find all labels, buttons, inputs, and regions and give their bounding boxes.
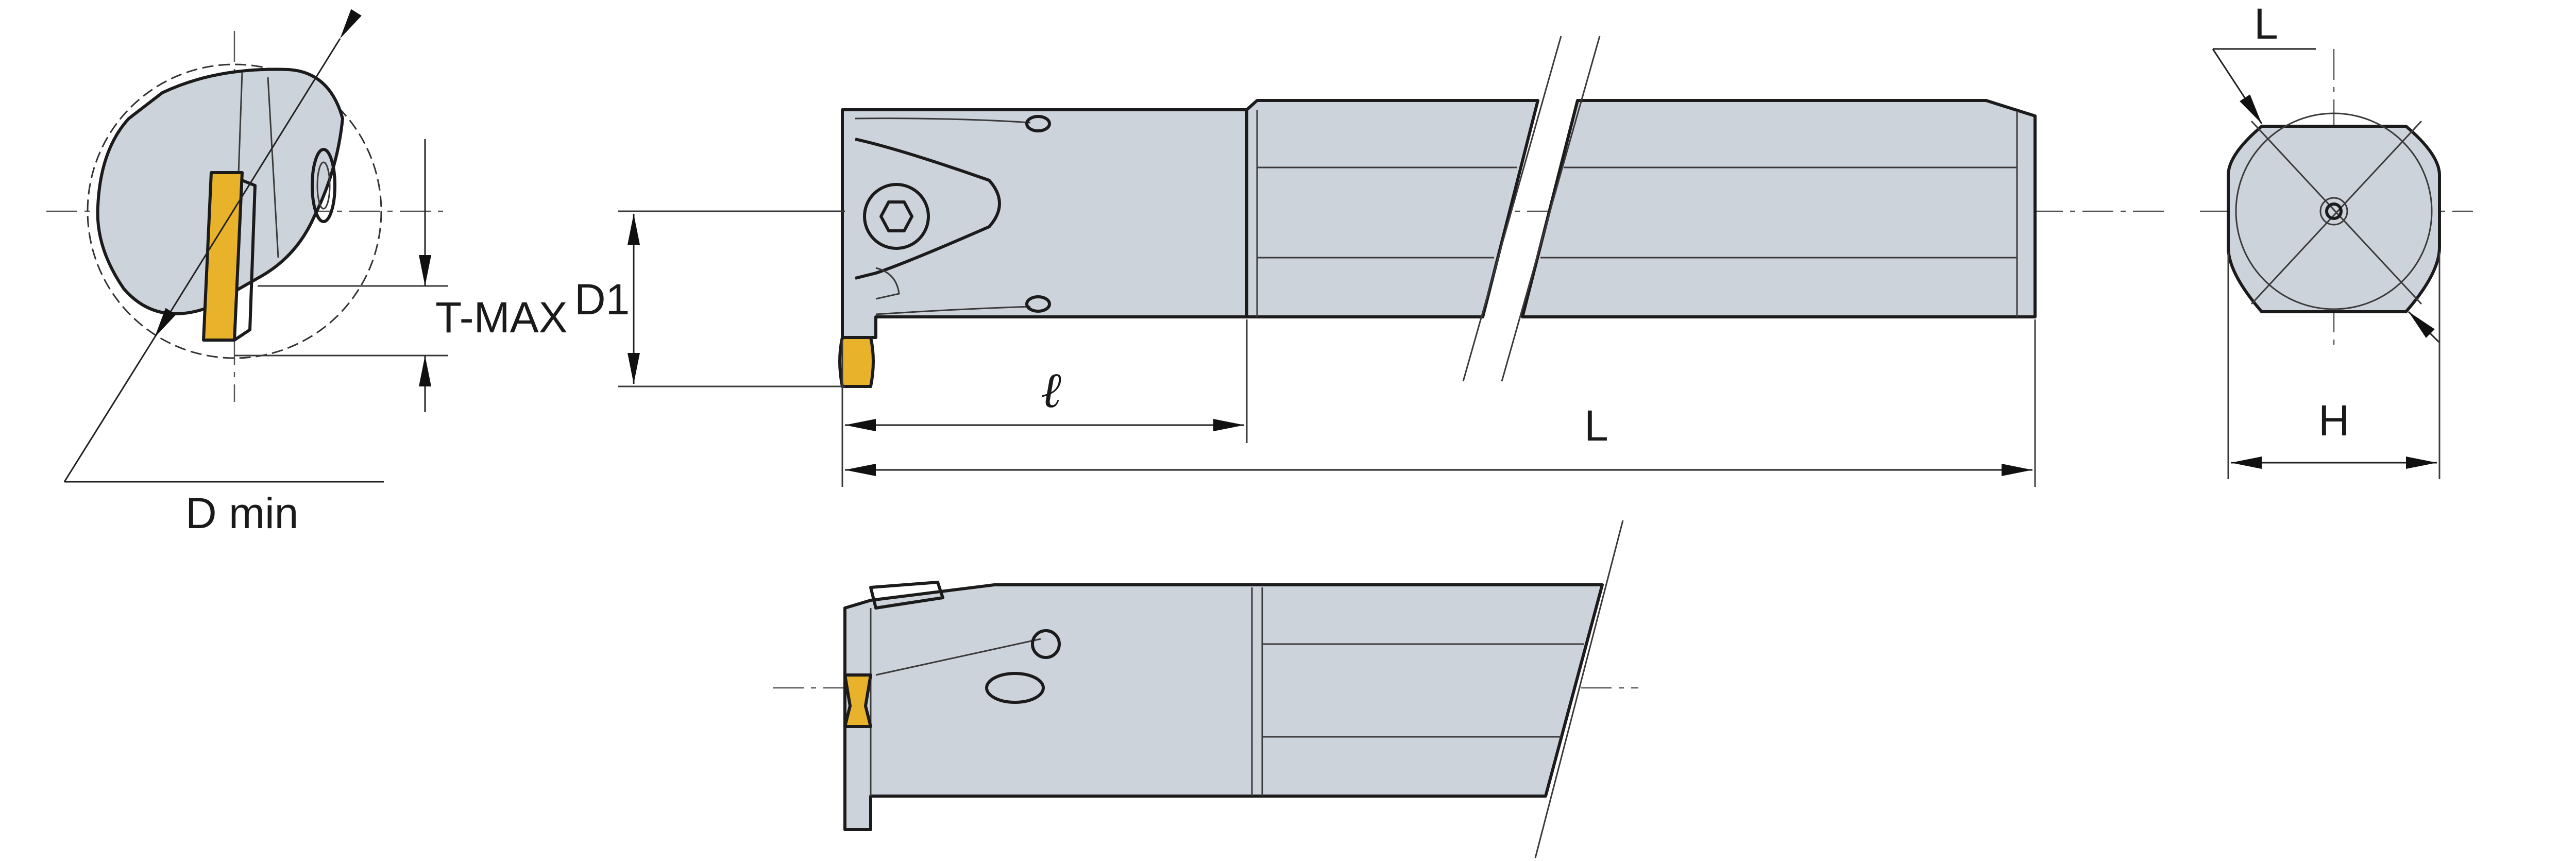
d-min-leader-tail (63, 337, 156, 482)
t-max-label: T-MAX (435, 293, 568, 342)
coolant-channel-line (875, 306, 1031, 315)
side-view-grooving-insert (838, 336, 875, 388)
clamp-pocket-outline (855, 138, 1001, 280)
top-view (773, 520, 1638, 858)
d-min-label: D min (185, 489, 298, 537)
break-line-right (1501, 36, 1601, 382)
end-view-l-label: L (2254, 0, 2278, 48)
coolant-channel-line (875, 638, 1041, 676)
top-view-tool-body (843, 583, 1604, 831)
bore-end-view: D min T-MAX (46, 9, 568, 537)
shank-end-view: L H (2200, 0, 2473, 479)
bore-view-grooving-insert (202, 171, 244, 342)
d-min-diameter-leader (154, 9, 362, 338)
insert-seat-line (875, 267, 900, 300)
coolant-port (1031, 629, 1061, 659)
coolant-hole-ring (2319, 197, 2348, 226)
break-line-left (1462, 36, 1562, 382)
shank-diameter-circle (2235, 112, 2433, 310)
top-view-break-line (1534, 520, 1624, 858)
clamp-top (869, 581, 944, 610)
small-l-label: ℓ (1041, 363, 1061, 418)
tool-shank-rear (1521, 99, 2037, 318)
coolant-port-lower (1025, 295, 1051, 313)
clamp-screw-head (863, 183, 930, 250)
hex-socket-icon (879, 200, 913, 232)
coolant-hole-icon (2325, 202, 2343, 220)
screw-access-hole (985, 672, 1045, 704)
chamfer-leader-arrow (2408, 311, 2441, 344)
coolant-port-upper (1025, 115, 1051, 132)
top-view-grooving-insert (843, 673, 872, 728)
diagonal-line (2250, 120, 2422, 305)
d1-label: D1 (574, 275, 630, 324)
d-min-bore-circle (87, 63, 382, 359)
side-view: D1 ℓ L (574, 36, 2164, 487)
h-label: H (2318, 396, 2350, 445)
end-l-leader-arrow (2212, 48, 2263, 124)
overall-l-label: L (1584, 401, 1608, 450)
coolant-channel-line (855, 117, 1031, 124)
tool-shank-front (1245, 99, 1539, 318)
